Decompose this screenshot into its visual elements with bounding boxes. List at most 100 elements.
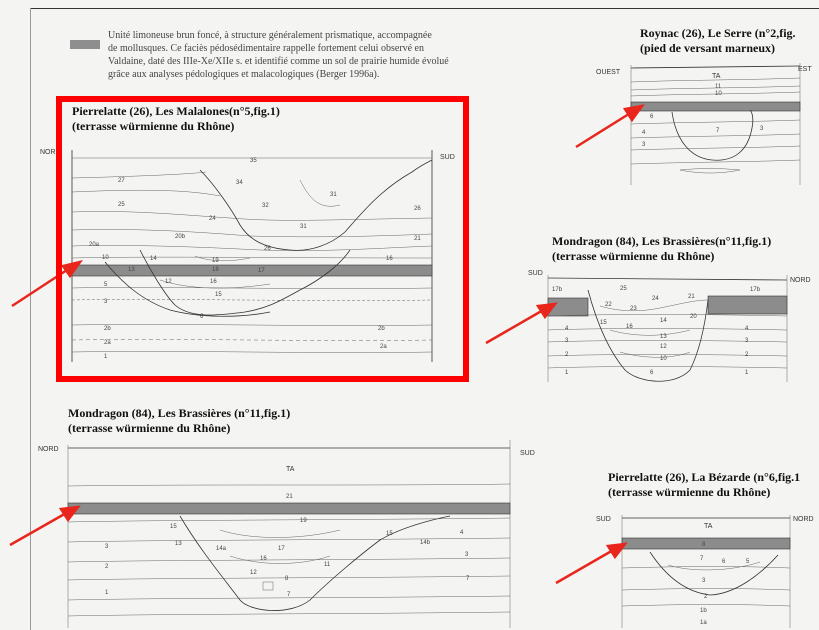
svg-text:6: 6 [722, 559, 726, 565]
subtitle-line: (terrasse würmienne du Rhône) [72, 119, 235, 133]
orientation-label: NORD [793, 516, 814, 523]
svg-text:21: 21 [688, 294, 695, 300]
svg-text:12: 12 [660, 344, 667, 350]
svg-text:3: 3 [702, 578, 706, 584]
section-title-roynac: Roynac (26), Le Serre (n°2,fig. (pied de… [640, 26, 796, 56]
svg-text:17b: 17b [750, 287, 761, 293]
svg-text:1: 1 [104, 354, 108, 360]
svg-text:1a: 1a [700, 620, 707, 626]
svg-text:26: 26 [414, 206, 421, 212]
svg-text:31: 31 [330, 192, 337, 198]
arrow-head-icon [58, 505, 81, 523]
svg-text:27: 27 [118, 178, 125, 184]
svg-text:3: 3 [565, 338, 569, 344]
svg-text:1b: 1b [700, 608, 707, 614]
section-title-mondragon-bottom: Mondragon (84), Les Brassières (n°11,fig… [68, 406, 290, 436]
svg-text:4: 4 [745, 326, 749, 332]
svg-text:13: 13 [660, 334, 667, 340]
svg-text:1: 1 [105, 590, 109, 596]
svg-text:31: 31 [300, 224, 307, 230]
arrow-roynac [575, 110, 633, 149]
svg-text:2: 2 [565, 352, 569, 358]
legend-line: Unité limoneuse brun foncé, à structure … [108, 30, 432, 41]
orientation-label: SUD [520, 450, 535, 457]
svg-text:2b: 2b [104, 326, 111, 332]
section-malalones: 35 27 34 31 25 32 24 31 20b 20a 26 10 14… [71, 150, 433, 362]
svg-text:3: 3 [104, 299, 108, 305]
svg-text:6: 6 [650, 370, 654, 376]
svg-text:20: 20 [690, 314, 697, 320]
orientation-label: NORD [790, 277, 811, 284]
section-title-mondragon-right: Mondragon (84), Les Brassières(n°11,fig.… [552, 234, 771, 264]
title-line: Pierrelatte (26), Les Malalones(n°5,fig.… [72, 104, 280, 118]
svg-text:16: 16 [626, 324, 633, 330]
svg-text:7: 7 [287, 592, 291, 598]
arrow-head-icon [622, 104, 645, 123]
orientation-label: SUD [528, 270, 543, 277]
svg-text:32: 32 [262, 203, 269, 209]
svg-text:6: 6 [650, 114, 654, 120]
svg-text:7: 7 [700, 556, 704, 562]
svg-text:22: 22 [605, 302, 612, 308]
svg-text:19: 19 [212, 258, 219, 264]
svg-text:19: 19 [300, 518, 307, 524]
subtitle-line: (pied de versant marneux) [640, 41, 775, 55]
svg-text:3: 3 [642, 142, 646, 148]
svg-text:24: 24 [652, 296, 659, 302]
arrow-head-icon [605, 542, 628, 560]
title-line: Pierrelatte (26), La Bézarde (n°6,fig.1 [608, 470, 801, 484]
svg-text:4: 4 [565, 326, 569, 332]
svg-text:15: 15 [170, 524, 177, 530]
svg-text:10: 10 [660, 356, 667, 362]
orientation-label: EST [798, 66, 812, 73]
svg-text:2a: 2a [380, 344, 387, 350]
svg-text:2: 2 [105, 564, 109, 570]
arrow-head-icon [60, 260, 83, 279]
legend-line: de mollusques. Ce faciès pédosédimentair… [108, 43, 424, 54]
orientation-label: SUD [596, 516, 611, 523]
subtitle-line: (terrasse würmienne du Rhône) [552, 249, 715, 263]
svg-text:16: 16 [210, 279, 217, 285]
section-bezarde: 8 7 6 5 3 2 1b 1a [621, 515, 791, 628]
svg-text:4: 4 [642, 130, 646, 136]
svg-text:1: 1 [745, 370, 749, 376]
svg-text:16: 16 [260, 556, 267, 562]
svg-text:5: 5 [746, 559, 750, 565]
svg-text:3: 3 [105, 544, 109, 550]
highlight-frame [56, 96, 469, 382]
svg-text:26: 26 [264, 246, 271, 252]
section-roynac: 11 10 6 4 3 3 7 [630, 63, 801, 185]
orientation-label: NORD [40, 149, 61, 156]
svg-text:2a: 2a [104, 340, 111, 346]
unit-label-ta: TA [704, 523, 713, 530]
svg-text:7: 7 [716, 128, 720, 134]
legend-swatch [70, 40, 100, 49]
svg-text:13: 13 [128, 267, 135, 273]
subtitle-line: (terrasse würmienne du Rhône) [68, 421, 231, 435]
svg-text:11: 11 [715, 84, 722, 90]
svg-text:6: 6 [200, 314, 204, 320]
svg-text:10: 10 [102, 255, 109, 261]
legend-line: grâce aux analyses pédologiques et malac… [108, 69, 380, 80]
svg-text:25: 25 [118, 202, 125, 208]
svg-text:25: 25 [620, 286, 627, 292]
svg-text:5: 5 [104, 282, 108, 288]
svg-text:34: 34 [236, 180, 243, 186]
svg-text:2b: 2b [378, 326, 385, 332]
page-left-rule [30, 8, 31, 630]
svg-text:3: 3 [760, 126, 764, 132]
svg-text:14a: 14a [216, 546, 227, 552]
arrow-mondragon-right [485, 307, 546, 345]
legend-line: Valdaine, daté des IIIe-Xe/XIIe s. et id… [108, 56, 449, 67]
svg-text:2: 2 [745, 352, 749, 358]
svg-text:2: 2 [704, 594, 708, 600]
svg-text:23: 23 [630, 306, 637, 312]
svg-text:24: 24 [209, 216, 216, 222]
legend-text: Unité limoneuse brun foncé, à structure … [108, 29, 528, 81]
section-title-bezarde: Pierrelatte (26), La Bézarde (n°6,fig.1 … [608, 470, 800, 500]
svg-text:15: 15 [215, 292, 222, 298]
section-mondragon-bottom: 21 15 19 15 13 14a 17 14b 16 11 12 8 7 3… [67, 440, 511, 628]
svg-text:35: 35 [250, 158, 257, 164]
orientation-label: OUEST [596, 69, 621, 76]
